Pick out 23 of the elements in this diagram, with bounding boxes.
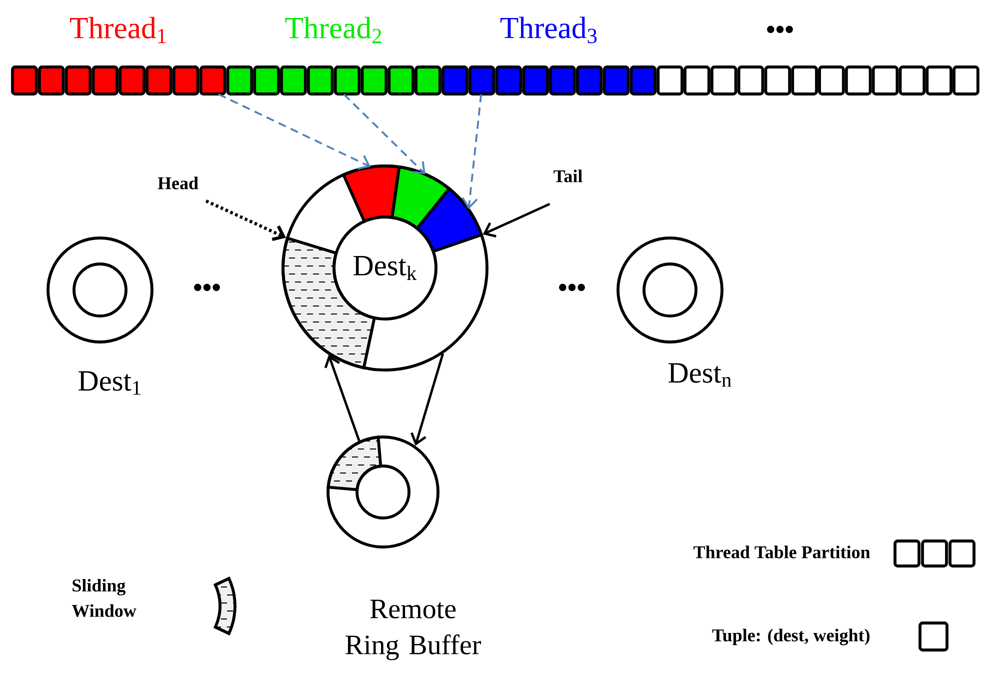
legend-label: Thread Table Partition bbox=[694, 546, 870, 558]
arrow bbox=[410, 353, 444, 446]
ring-buffer bbox=[282, 164, 488, 372]
arrow bbox=[462, 94, 482, 210]
arrow bbox=[218, 93, 371, 170]
ring-label: Dest$_{n}$ bbox=[668, 363, 732, 387]
thread-label: Thread$_{2}$ bbox=[285, 16, 382, 44]
thread-label: Thread$_{1}$ bbox=[70, 16, 166, 44]
arrow bbox=[205, 199, 286, 241]
legend-label: Sliding Window bbox=[72, 578, 136, 618]
pointer-label: Head bbox=[158, 176, 198, 190]
arrow bbox=[324, 354, 360, 442]
ellipsis: ••• bbox=[559, 284, 585, 291]
ellipsis: ••• bbox=[767, 26, 793, 33]
thread-label: Thread$_{3}$ bbox=[500, 16, 597, 44]
ellipsis: ••• bbox=[194, 284, 220, 291]
arrow bbox=[482, 202, 550, 238]
ring-label: Remote Ring Buffer bbox=[346, 600, 481, 660]
legend-label: Tuple: (dest, weight) bbox=[712, 628, 870, 646]
arrow bbox=[343, 94, 426, 174]
pointer-label: Tail bbox=[554, 170, 582, 182]
ring-label: Dest$_{1}$ bbox=[78, 371, 140, 395]
ring-hub: Dest$_{k}$ bbox=[332, 216, 438, 320]
